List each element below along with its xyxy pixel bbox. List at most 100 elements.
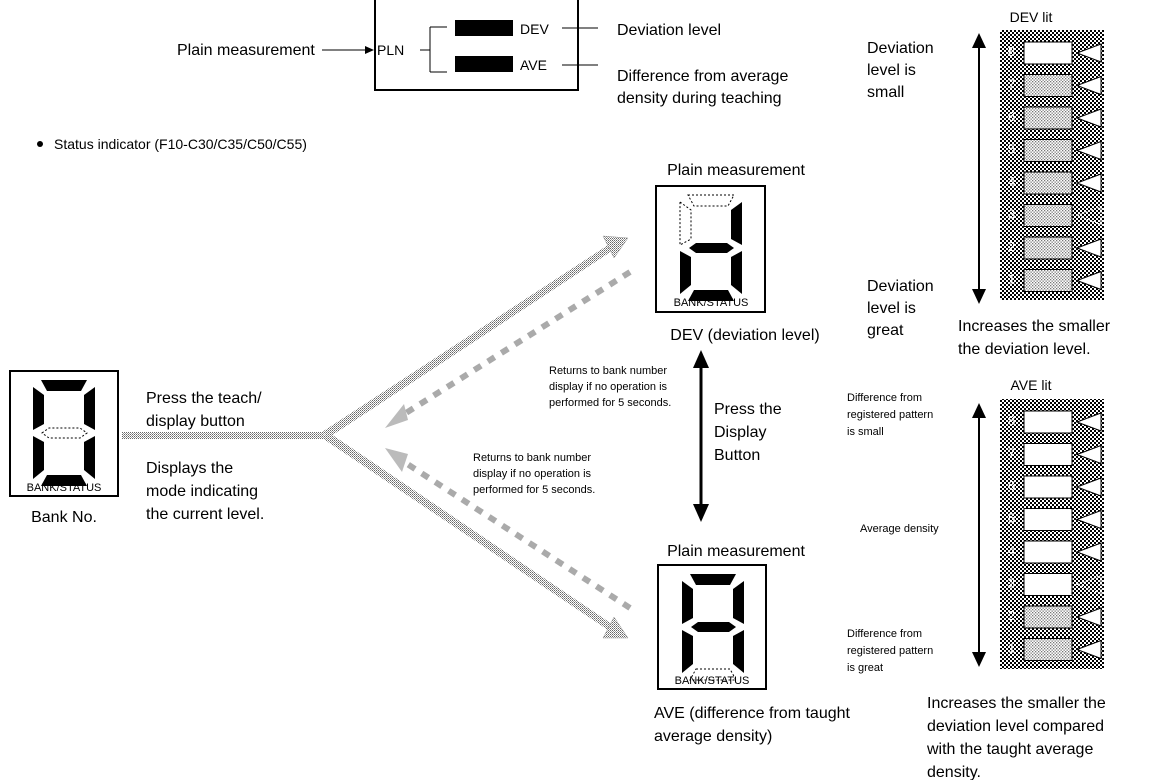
ave_bar-level-pointer: [1075, 639, 1102, 660]
dev-footer-line2: the deviation level.: [958, 341, 1091, 358]
ave-small-line1: Difference from: [847, 392, 922, 404]
press-display-line3: Button: [714, 447, 760, 464]
ave_bar-level-segment: [1023, 573, 1073, 596]
ave-indicator-led: [455, 56, 513, 72]
ave_bar-level-number: 1: [1008, 641, 1015, 656]
ave-display-caption: BANK/STATUS: [675, 675, 750, 687]
dev_bar-level-pointer: [1075, 205, 1102, 226]
ave-description-line1: Difference from average: [617, 68, 788, 85]
press-display-line1: Press the: [714, 401, 782, 418]
flow-arrows: [122, 235, 632, 639]
ave-label: AVE: [520, 57, 547, 73]
dev-display-title: Plain measurement: [667, 162, 805, 179]
panel-frame: [374, 0, 579, 91]
ave-footer-line1: Increases the smaller the: [927, 695, 1106, 712]
ave_bar-level-segment: [1023, 410, 1073, 434]
ave-footer-line3: with the taught average: [926, 741, 1093, 758]
dev-small-line2: level is: [867, 62, 916, 79]
bank-caption: BANK/STATUS: [27, 482, 102, 494]
dev_bar-level-segment: [1023, 74, 1073, 97]
ave-display-title: Plain measurement: [667, 543, 805, 560]
return-note2-line3: performed for 5 seconds.: [473, 484, 595, 496]
ave-small-line3: is small: [847, 426, 884, 438]
ave-seven-segment: [682, 574, 744, 681]
ave-bar-rows: 8 7 6 5 4 3 2 1: [1008, 410, 1102, 661]
ave_bar-level-pointer: [1075, 607, 1102, 627]
ave_bar-level-number: 2: [1008, 608, 1015, 623]
ave_bar-level-pointer: [1075, 444, 1102, 465]
dev-description: Deviation level: [617, 22, 721, 39]
press-display-arrowhead-down: [693, 504, 709, 522]
bank-number-label: Bank No.: [31, 509, 97, 526]
ave-middle-label: Average density: [860, 523, 939, 535]
dev-seven-segment: [679, 194, 742, 301]
dev_bar-level-pointer: [1075, 238, 1102, 258]
return-note2-line2: display if no operation is: [473, 468, 592, 480]
ave_bar-level-number: 8: [1008, 413, 1015, 428]
dev-bar-arrow-up: [972, 33, 986, 48]
ave_bar-level-pointer: [1075, 477, 1102, 497]
dev_bar-level-segment: [1023, 106, 1073, 130]
ave_bar-level-number: 6: [1008, 478, 1015, 493]
dev_bar-level-number: 2: [1008, 239, 1015, 254]
dev-small-line3: small: [867, 84, 904, 101]
pln-label: PLN: [377, 42, 404, 58]
dev_bar-level-segment: [1023, 269, 1073, 292]
dev-great-line3: great: [867, 322, 904, 339]
dev_bar-level-segment: [1023, 204, 1073, 227]
panel-left-label: Plain measurement: [177, 42, 315, 59]
dev_bar-level-segment: [1023, 236, 1073, 260]
press-display-line2: Display: [714, 424, 766, 441]
press-teach-line1: Press the teach/: [146, 390, 262, 407]
dev_bar-level-pointer: [1075, 140, 1102, 161]
return-note2-line1: Returns to bank number: [473, 452, 591, 464]
return-lower-arrowhead: [385, 448, 408, 472]
ave-great-line3: is great: [847, 662, 883, 674]
dev_bar-level-number: 8: [1008, 44, 1015, 59]
ave-footer-line4: density.: [927, 764, 981, 780]
lower-branch-arrow: [322, 432, 612, 630]
ave-bar-arrow-down: [972, 652, 986, 667]
return-upper-arrowhead: [385, 404, 408, 428]
ave-description-line2: density during teaching: [617, 90, 782, 107]
dev-small-line1: Deviation: [867, 40, 934, 57]
ave_bar-level-number: 4: [1008, 543, 1015, 558]
ave_bar-level-number: 5: [1008, 511, 1015, 526]
bank-display: BANK/STATUS Bank No.: [9, 370, 119, 526]
dev-bar-arrow-down: [972, 289, 986, 304]
dev_bar-level-pointer: [1075, 270, 1102, 291]
mode-line1: Displays the: [146, 460, 233, 477]
upper-branch-arrowhead: [602, 235, 629, 259]
dev_bar-level-number: 7: [1008, 77, 1015, 92]
ave_bar-level-number: 7: [1008, 446, 1015, 461]
ave-great-line1: Difference from: [847, 628, 922, 640]
dev-indicator-led: [455, 20, 513, 36]
return-note1-line2: display if no operation is: [549, 381, 668, 393]
dev_bar-level-pointer: [1075, 43, 1102, 63]
ave-display-label-line2: average density): [654, 728, 772, 745]
dev_bar-level-number: 5: [1008, 142, 1015, 157]
ave-great-line2: registered pattern: [847, 645, 933, 657]
ave_bar-level-segment: [1023, 475, 1073, 499]
mode-line2: mode indicating: [146, 483, 258, 500]
dev_bar-level-segment: [1023, 41, 1073, 65]
ave_bar-level-segment: [1023, 605, 1073, 629]
ave_bar-level-pointer: [1075, 542, 1102, 562]
dev_bar-level-segment: [1023, 171, 1073, 195]
ave-display: Plain measurement BANK/STATUS AVE (diffe…: [654, 543, 851, 745]
ave_bar-level-segment: [1023, 638, 1073, 661]
dev-display: Plain measurement BANK/STATUS DEV (devia…: [655, 162, 820, 344]
dev-display-caption: BANK/STATUS: [674, 297, 749, 309]
ave_bar-level-number: 3: [1008, 576, 1015, 591]
dev_bar-level-pointer: [1075, 173, 1102, 193]
dev-footer-line1: Increases the smaller: [958, 318, 1111, 335]
ave_bar-level-pointer: [1075, 412, 1102, 432]
press-teach-line2: display button: [146, 413, 245, 430]
dev_bar-level-pointer: [1075, 108, 1102, 128]
ave_bar-level-segment: [1023, 508, 1073, 531]
upper-branch-arrow: [322, 245, 612, 438]
dev-display-label: DEV (deviation level): [670, 327, 819, 344]
